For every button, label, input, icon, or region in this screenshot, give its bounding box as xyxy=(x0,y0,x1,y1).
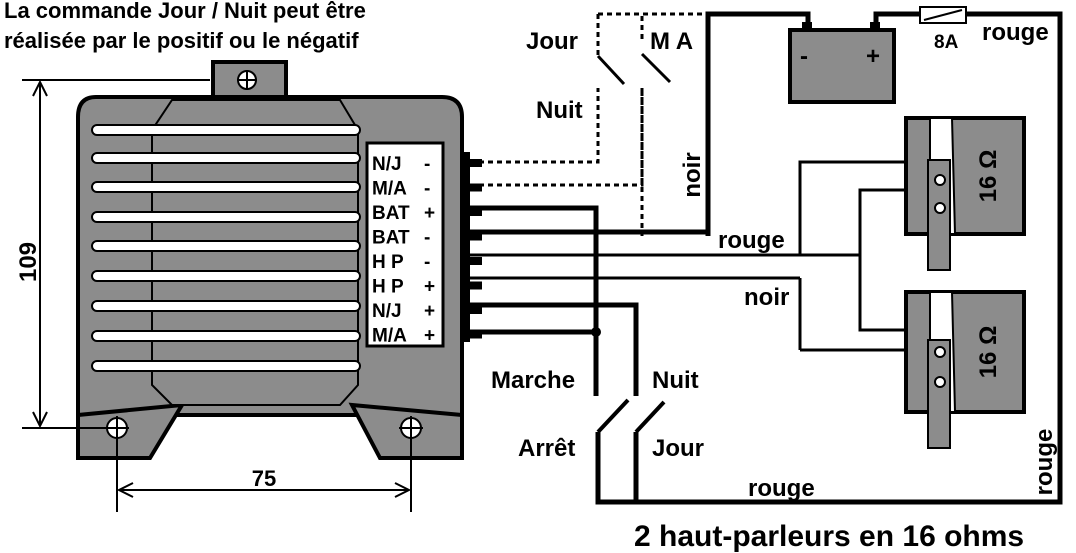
wire-label-rouge-right: rouge xyxy=(1031,429,1058,496)
cooling-fin xyxy=(91,124,361,136)
speaker-1 xyxy=(904,116,1026,271)
speaker-2-impedance: 16 Ω xyxy=(975,326,1002,379)
fuse-rating: 8A xyxy=(934,32,959,53)
switch-bottom-arret: Arrêt xyxy=(518,435,575,462)
bottom-switch-jour-blade xyxy=(634,400,666,434)
cooling-fin xyxy=(91,211,361,223)
terminal-stub xyxy=(466,257,482,265)
cooling-fin xyxy=(91,152,361,164)
terminal-name: M/A xyxy=(372,179,407,200)
terminal-name: H P xyxy=(372,252,404,273)
header-line-2: réalisée par le positif ou le négatif xyxy=(4,28,359,53)
switch-top-nuit: Nuit xyxy=(536,97,583,124)
height-dimension xyxy=(22,79,210,429)
fuse xyxy=(919,6,967,24)
wire-label-noir-vertical: noir xyxy=(679,152,706,197)
terminal-stub xyxy=(466,281,482,290)
terminal-block xyxy=(365,141,470,348)
terminal-stub xyxy=(466,232,482,241)
terminal-sign: + xyxy=(424,277,435,298)
switch-bottom-marche: Marche xyxy=(491,367,575,394)
switch-top-ma: M A xyxy=(650,28,693,55)
terminal-stub xyxy=(466,208,482,216)
header-line-1: La commande Jour / Nuit peut être xyxy=(4,0,366,23)
right-foot-hole xyxy=(399,416,423,440)
terminal-sign: - xyxy=(424,228,430,249)
width-value: 75 xyxy=(252,466,276,491)
switch-top-jour: Jour xyxy=(526,28,578,55)
terminal-name: H P xyxy=(372,277,404,298)
height-value: 109 xyxy=(15,242,42,282)
battery-minus: - xyxy=(800,43,808,70)
bottom-switch-arret-blade xyxy=(596,398,630,434)
terminal-sign: - xyxy=(424,154,430,175)
width-dimension xyxy=(116,440,412,512)
terminal-name: BAT xyxy=(372,203,410,224)
terminal-sign: + xyxy=(424,203,435,224)
dashed-control-wires xyxy=(470,12,708,236)
terminal-sign: - xyxy=(424,252,430,273)
cooling-fin xyxy=(91,270,361,282)
module-mount-tab xyxy=(211,60,288,102)
wire-label-rouge-top: rouge xyxy=(982,19,1049,46)
cooling-fin xyxy=(91,240,361,252)
junction-dot xyxy=(591,327,601,337)
top-switch-nuit-blade xyxy=(596,54,626,86)
cooling-fin xyxy=(91,300,361,312)
speaker-1-impedance: 16 Ω xyxy=(975,150,1002,203)
terminal-stub xyxy=(466,306,482,314)
terminal-name: N/J xyxy=(372,301,402,322)
battery-plus: + xyxy=(866,43,880,70)
caption: 2 haut-parleurs en 16 ohms xyxy=(634,520,1024,553)
terminal-stub xyxy=(466,183,482,192)
cooling-fin xyxy=(91,360,361,372)
top-switch-ma-blade xyxy=(640,52,672,84)
terminal-name: BAT xyxy=(372,228,410,249)
switch-bottom-jour: Jour xyxy=(652,435,704,462)
terminal-name: M/A xyxy=(372,326,407,347)
cooling-fin xyxy=(91,330,361,342)
wire-label-rouge-bottom: rouge xyxy=(748,475,815,502)
wire-label-rouge-mid: rouge xyxy=(718,227,785,254)
terminal-sign: - xyxy=(424,179,430,200)
left-foot-hole xyxy=(105,416,129,440)
terminal-name: N/J xyxy=(372,154,402,175)
switch-bottom-nuit: Nuit xyxy=(652,367,699,394)
terminal-labels: N/J-M/A-BAT+BAT-H P-H P+N/J+M/A+ xyxy=(372,154,435,347)
cooling-fins xyxy=(91,124,361,372)
terminal-sign: + xyxy=(424,326,435,347)
power-wires xyxy=(470,11,1063,505)
terminal-sign: + xyxy=(424,301,435,322)
speaker-2 xyxy=(904,290,1026,449)
cooling-fin xyxy=(91,181,361,193)
wire-label-noir-mid: noir xyxy=(744,284,789,311)
battery xyxy=(788,22,896,104)
